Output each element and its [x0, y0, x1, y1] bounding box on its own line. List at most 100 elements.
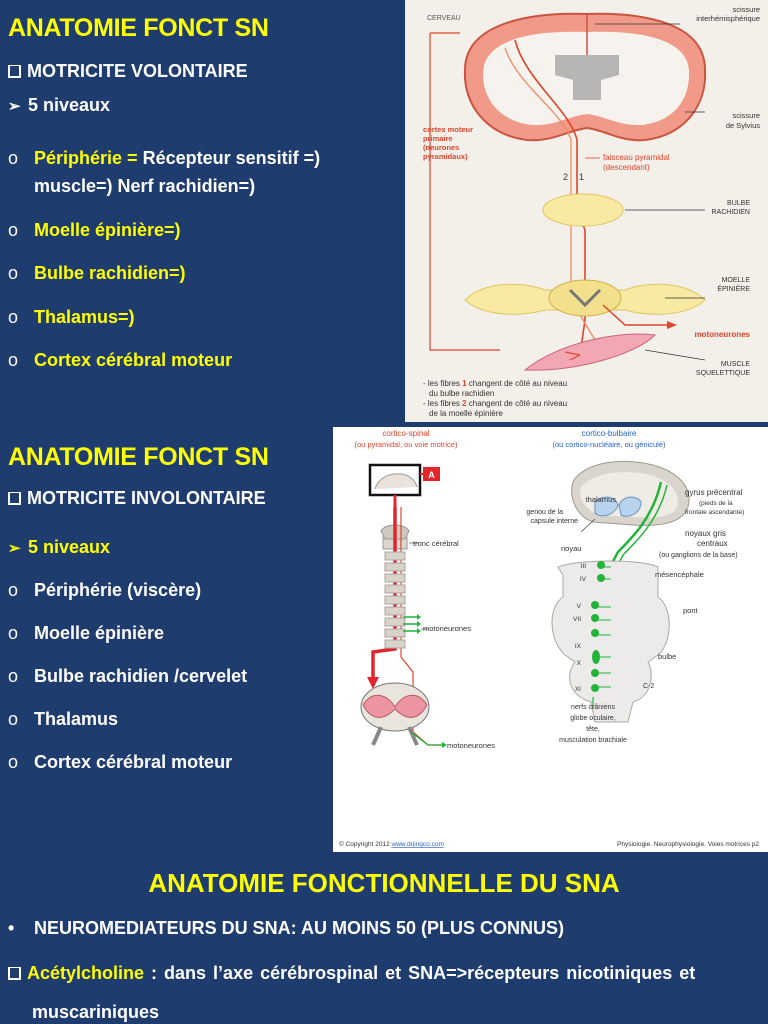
label-nerve-X: X — [577, 660, 582, 667]
circle-bullet-icon: o — [8, 263, 19, 283]
item-rest: Récepteur sensitif =) — [137, 148, 321, 168]
item-label: Thalamus — [34, 709, 119, 729]
label-nerve-XI: XI — [575, 686, 581, 693]
circle-bullet-icon: o — [8, 623, 19, 643]
checkbox-square-icon — [8, 967, 21, 980]
circle-bullet-icon: o — [8, 709, 19, 729]
arrow-bullet-icon: ➢ — [8, 540, 21, 557]
item-label: Bulbe rachidien /cervelet — [34, 666, 248, 686]
label-noyaux-gris: noyaux gris — [685, 529, 726, 538]
label-faisceau: faisceau pyramidal — [603, 153, 670, 162]
label-num-2: 2 — [563, 172, 568, 182]
figure2-svg: cortico-spinal (ou pyramidal, ou voie mo… — [339, 429, 759, 848]
label-motoneurones-1: motoneurones — [423, 624, 471, 633]
section1-levels-text: 5 niveaux — [28, 95, 111, 115]
section1-title: ANATOMIE FONCT SN — [8, 14, 269, 42]
circle-bullet-icon: o — [8, 350, 19, 370]
label-tronc-cerebral: tronc cérébral — [413, 539, 459, 548]
label-genou: genou de la — [526, 509, 563, 516]
section1-item-peripherie-cont: muscle=) Nerf rachidien=) — [34, 176, 256, 196]
section3-bullet2-cont: muscariniques — [32, 1002, 160, 1022]
checkbox-square-icon — [8, 492, 21, 505]
label-thalamus: thalamus — [586, 495, 617, 504]
item-label: Thalamus=) — [34, 307, 135, 327]
label-nerve-III: III — [581, 563, 587, 570]
section1-subtitle-text: MOTRICITE VOLONTAIRE — [27, 61, 248, 81]
label-noyau: noyau — [561, 544, 581, 553]
section1-levels: ➢ 5 niveaux — [8, 95, 110, 116]
label-globe-oculaire: globe oculaire, — [570, 715, 616, 722]
figure-involuntary-motor-pathway: cortico-spinal (ou pyramidal, ou voie mo… — [333, 427, 768, 852]
section3-title: ANATOMIE FONCTIONNELLE DU SNA — [148, 868, 620, 898]
label-muscle: MUSCLE — [721, 361, 751, 368]
section2-item-thalamus: o Thalamus — [8, 709, 118, 730]
note-line-1: - les fibres 1 changent de côté au nivea… — [423, 379, 567, 388]
section3-bullet2-rest: : dans l’axe cérébrospinal et SNA=>récep… — [144, 963, 696, 983]
figure1-svg: CERVEAU scissure interhémisphérique scis… — [423, 5, 760, 418]
label-centraux: centraux — [697, 539, 728, 548]
label-mesencephale: mésencéphale — [655, 570, 704, 579]
label-nerve-V: V — [577, 603, 582, 610]
circle-bullet-icon: o — [8, 752, 19, 772]
label-bulbe: BULBE — [727, 200, 750, 207]
item-label: Cortex cérébral moteur — [34, 350, 233, 370]
label-interhemispherique: interhémisphérique — [696, 14, 760, 23]
label-cortico-bulbaire: cortico-bulbaire — [582, 429, 637, 438]
label-num-1: 1 — [579, 172, 584, 182]
muscle-squelettique — [523, 333, 657, 371]
circle-bullet-icon: o — [8, 580, 19, 600]
tract-fibres-2 — [504, 47, 611, 351]
section2-title: ANATOMIE FONCT SN — [8, 443, 269, 471]
label-bulbe: bulbe — [658, 652, 676, 661]
label-ganglions-base: (ou ganglions de la base) — [659, 552, 738, 559]
section1-item-moelle: o Moelle épinière=) — [8, 220, 181, 241]
checkbox-square-icon — [8, 65, 21, 78]
label-neurones: (neurones — [423, 143, 459, 152]
brain-ventricle — [555, 55, 619, 100]
figure-voluntary-motor-pathway: CERVEAU scissure interhémisphérique scis… — [405, 0, 768, 422]
note-line-2: du bulbe rachidien — [429, 389, 494, 398]
label-primaire: primaire — [423, 134, 453, 143]
label-cerveau: CERVEAU — [427, 15, 461, 22]
section3-bullet2-label: Acétylcholine — [27, 963, 145, 983]
label-motoneurones: motoneurones — [694, 330, 750, 339]
section3-bullet1-text: NEUROMEDIATEURS DU SNA: AU MOINS 50 (PLU… — [34, 918, 565, 938]
label-moelle: MOELLE — [722, 277, 751, 284]
label-nerve-VII: VII — [573, 616, 581, 623]
label-gyrus-precentral: gyrus précentral — [685, 488, 743, 497]
label-nerve-IX: IX — [575, 643, 582, 650]
label-pieds-frontale: (pieds de la — [699, 500, 733, 507]
label-motoneurones-2: motoneurones — [447, 741, 495, 750]
bulbe-rachidien — [542, 193, 624, 227]
section2-levels: ➢5 niveaux — [8, 537, 110, 558]
thalamus — [594, 496, 642, 517]
circle-bullet-icon: o — [8, 220, 19, 240]
arrow-bullet-icon: ➢ — [8, 98, 21, 115]
label-cortico-bulbaire-sub: (ou cortico-nucléaire, ou géniculé) — [553, 440, 666, 449]
note-line-4: de la moelle épinière — [429, 409, 503, 418]
item-label: Moelle épinière=) — [34, 220, 181, 240]
note-line-3: - les fibres 2 changent de côté au nivea… — [423, 399, 567, 408]
label-nerve-IV: IV — [580, 576, 587, 583]
section1-item-bulbe: o Bulbe rachidien=) — [8, 263, 186, 284]
item-label: Cortex cérébral moteur — [34, 752, 233, 772]
label-frontale-ascendante: frontale ascendante) — [685, 509, 744, 516]
label-capsule-interne: capsule interne — [531, 518, 579, 525]
footer-right-text: Physiologie. Neurophysiologie. Voies mot… — [617, 841, 759, 848]
circle-bullet-icon: o — [8, 148, 19, 168]
label-descendant: (descendant) — [603, 163, 650, 172]
item-label: Bulbe rachidien=) — [34, 263, 186, 283]
label-scissure: scissure — [732, 5, 760, 14]
label-nerfs-craniens: nerfs crâniens — [571, 704, 615, 711]
section3-bullet1: •NEUROMEDIATEURS DU SNA: AU MOINS 50 (PL… — [8, 918, 564, 939]
label-musculation-brachiale: musculation brachiale — [559, 737, 627, 744]
label-c2: C-2 — [643, 683, 654, 690]
label-cortex-moteur: cortex moteur — [423, 125, 473, 134]
label-epiniere: ÉPINIÈRE — [717, 284, 750, 293]
label-rachidien: RACHIDIEN — [711, 209, 750, 216]
cranial-nerve-nuclei — [591, 561, 605, 692]
